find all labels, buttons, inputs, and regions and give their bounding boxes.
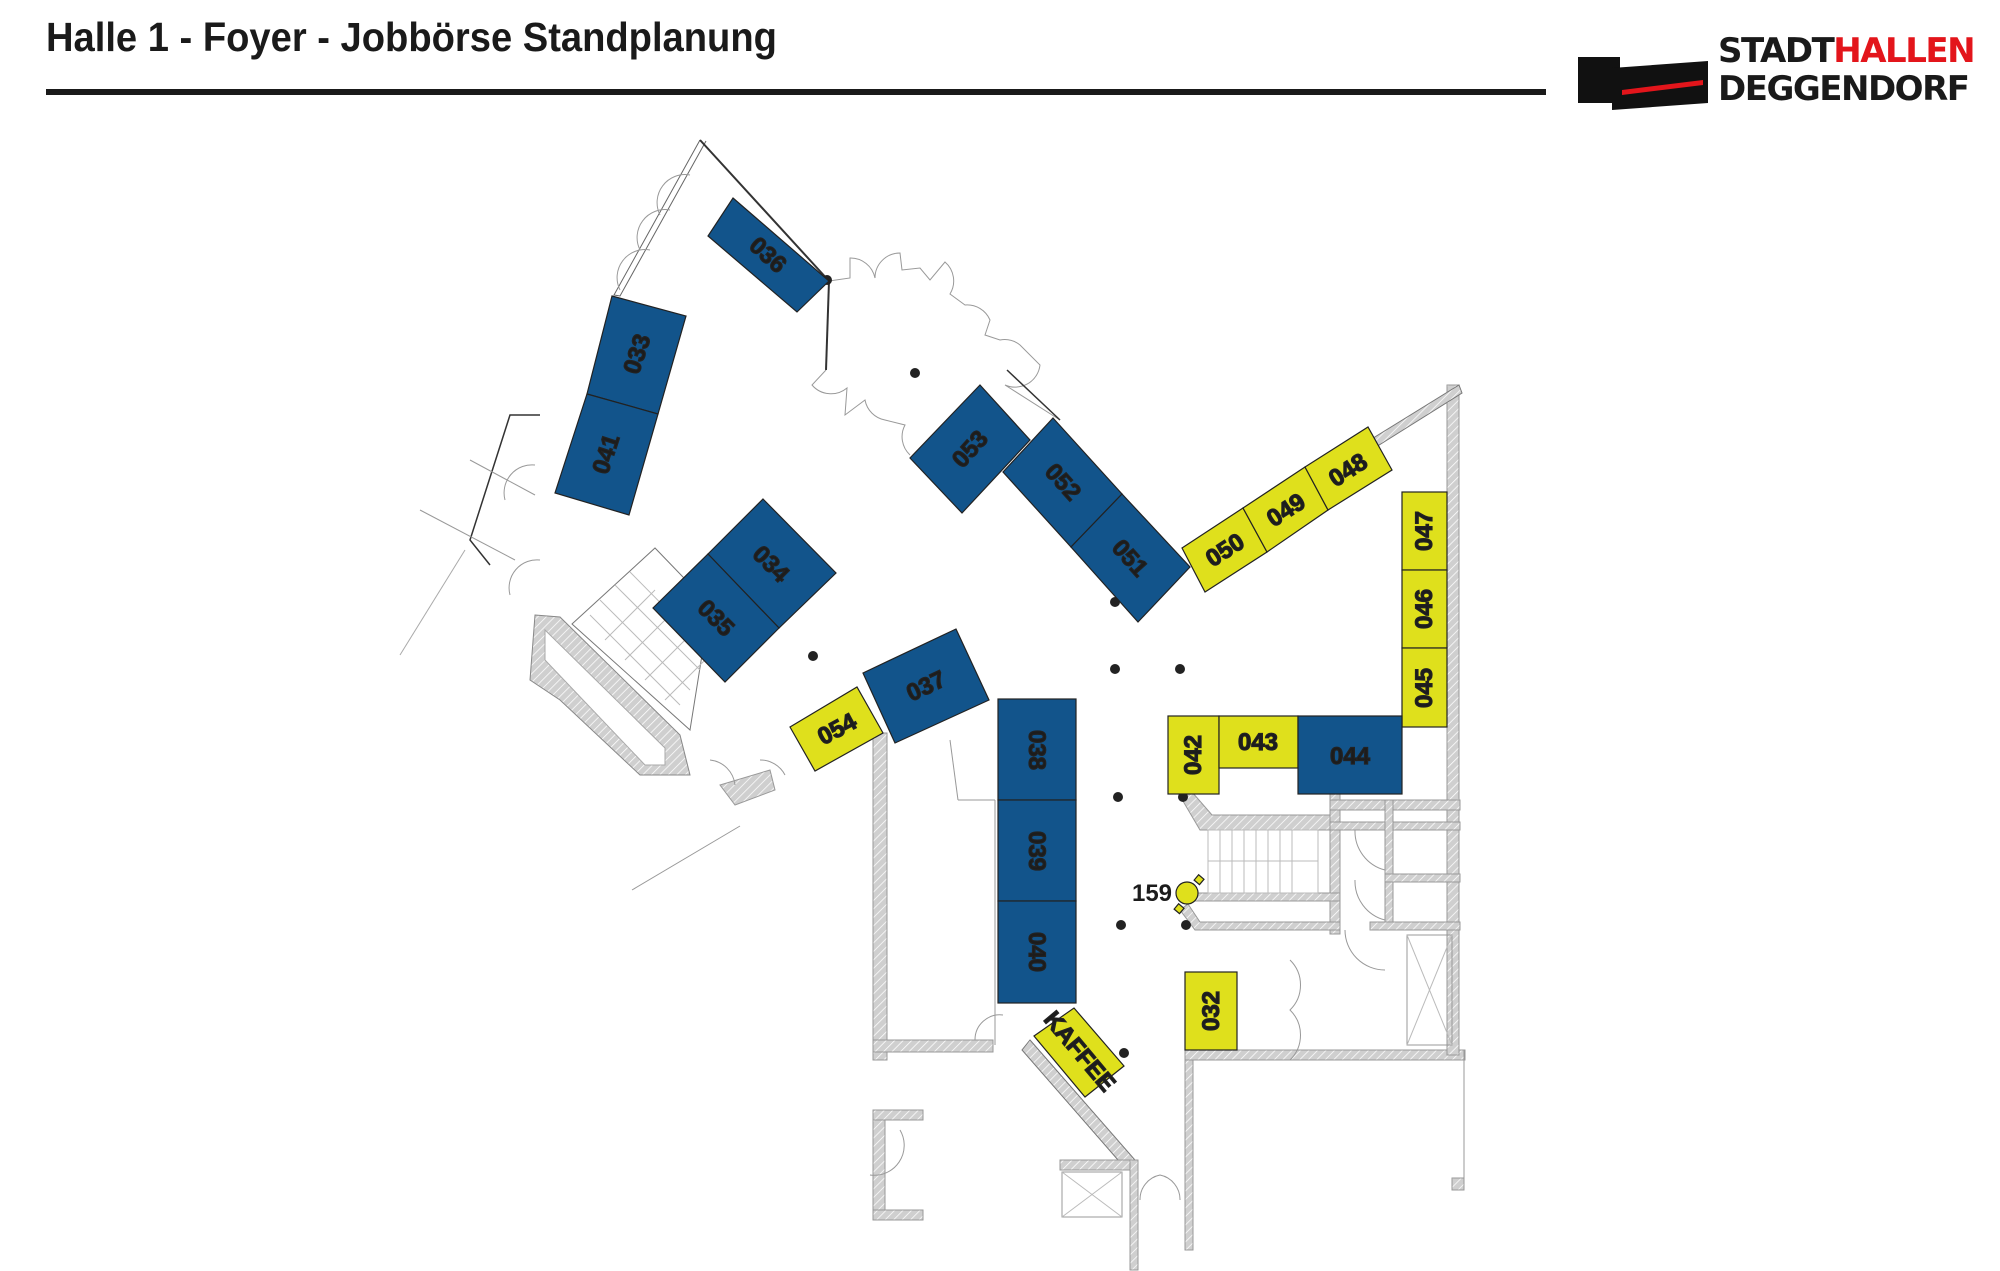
svg-text:038: 038: [1023, 730, 1050, 770]
booth-035[interactable]: 035: [652, 553, 780, 683]
svg-text:159: 159: [1132, 880, 1172, 907]
booth-051[interactable]: 051: [1070, 493, 1191, 623]
svg-text:039: 039: [1023, 831, 1050, 871]
svg-text:047: 047: [1411, 511, 1438, 551]
logo-hallen: HALLEN: [1833, 31, 1975, 71]
logo-wordmark: STADTHALLEN DEGGENDORF: [1718, 31, 1976, 109]
stadthallen-logo: STADTHALLEN DEGGENDORF: [1578, 30, 1978, 120]
booths: 036 033 041 053 052 051 050: [554, 197, 1448, 1098]
booth-040[interactable]: 040: [997, 900, 1077, 1004]
booth-053[interactable]: 053: [909, 384, 1031, 514]
booth-047[interactable]: 047: [1401, 491, 1448, 571]
svg-text:032: 032: [1198, 991, 1225, 1031]
booth-159[interactable]: 159: [1132, 873, 1205, 915]
booth-041[interactable]: 041: [554, 393, 659, 516]
booth-038[interactable]: 038: [997, 698, 1077, 801]
booth-033[interactable]: 033: [586, 295, 687, 415]
booth-042[interactable]: 042: [1167, 715, 1220, 795]
booth-043[interactable]: 043: [1218, 715, 1299, 769]
booth-045[interactable]: 045: [1401, 647, 1448, 728]
booth-048[interactable]: 048: [1304, 426, 1393, 511]
svg-text:046: 046: [1411, 589, 1438, 629]
booth-032[interactable]: 032: [1184, 971, 1238, 1051]
svg-text:040: 040: [1023, 932, 1050, 972]
booth-052[interactable]: 052: [1002, 417, 1123, 548]
booth-050[interactable]: 050: [1181, 507, 1268, 593]
svg-text:044: 044: [1330, 743, 1371, 770]
logo-deggendorf: DEGGENDORF: [1718, 69, 1970, 109]
booth-037[interactable]: 037: [862, 628, 990, 744]
booth-kaffee[interactable]: KAFFEE: [1033, 1006, 1125, 1098]
svg-text:042: 042: [1180, 735, 1207, 775]
booth-049[interactable]: 049: [1242, 466, 1329, 553]
booth-054[interactable]: 054: [789, 686, 884, 772]
page-title: Halle 1 - Foyer - Jobbörse Standplanung: [46, 14, 777, 60]
booth-046[interactable]: 046: [1401, 569, 1448, 649]
logo-mark-icon: [1578, 57, 1708, 110]
logo-stadt: STADT: [1718, 31, 1835, 71]
svg-text:045: 045: [1411, 668, 1438, 708]
title-underline: [46, 89, 1546, 95]
booth-039[interactable]: 039: [997, 799, 1077, 902]
svg-text:043: 043: [1238, 729, 1278, 756]
columns: [808, 275, 1191, 1058]
booth-044[interactable]: 044: [1297, 715, 1403, 795]
